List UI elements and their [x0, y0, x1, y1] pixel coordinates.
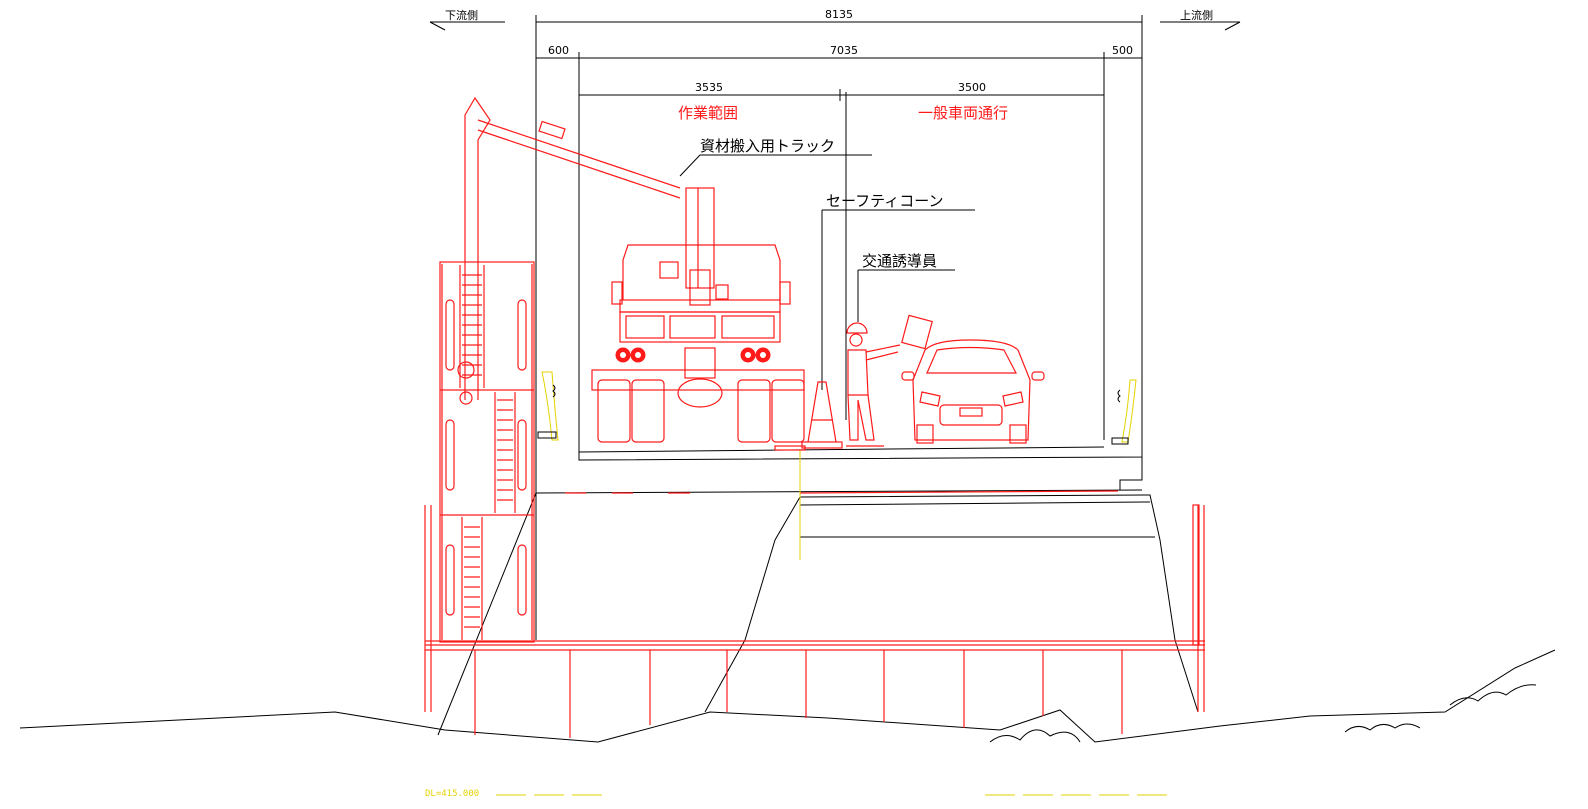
truck-illustration [591, 187, 805, 443]
downstream-indicator: 下流側 [429, 8, 505, 31]
datum-label: DL=415.000 [425, 789, 479, 799]
callout-flagger-label: 交通誘導員 [862, 252, 937, 270]
callout-truck: 資材搬入用トラック [679, 137, 872, 177]
callout-cone-label: セーフティコーン [826, 192, 943, 210]
safety-cone [774, 381, 843, 451]
upstream-label: 上流側 [1180, 8, 1213, 22]
work-platform [425, 504, 1205, 738]
guard-post-right [1111, 379, 1137, 445]
dim-left-margin: 600 [548, 44, 569, 57]
callout-flagger: 交通誘導員 [857, 252, 955, 322]
upstream-indicator: 上流側 [1160, 8, 1241, 31]
dim-traffic: 3500 [958, 81, 986, 94]
riprap [989, 684, 1537, 743]
scaffold-crane-arm [457, 96, 681, 405]
footer-annotation: DL=415.000 [425, 789, 1172, 799]
zone-traffic-label: 一般車両通行 [918, 104, 1008, 122]
downstream-label: 下流側 [445, 8, 478, 22]
bridge-structure [437, 440, 1199, 736]
flagger-figure [846, 314, 933, 447]
dim-work: 3535 [695, 81, 723, 94]
dimension-overall: 8135 [535, 8, 1143, 30]
ground-line [19, 649, 1556, 743]
dim-overall: 8135 [825, 8, 853, 21]
dimension-row-2: 600 7035 500 [536, 44, 1142, 64]
scaffold-tower [424, 261, 535, 712]
zone-work-label: 作業範囲 [678, 104, 738, 122]
passenger-car [901, 339, 1045, 444]
deck-marking [565, 450, 1119, 560]
dim-center: 7035 [830, 44, 858, 57]
callout-truck-label: 資材搬入用トラック [700, 137, 835, 155]
guard-post-left [537, 371, 559, 441]
dim-right-margin: 500 [1112, 44, 1133, 57]
callout-cone: セーフティコーン [821, 192, 975, 390]
dimension-row-3: 3535 3500 [578, 81, 1105, 101]
